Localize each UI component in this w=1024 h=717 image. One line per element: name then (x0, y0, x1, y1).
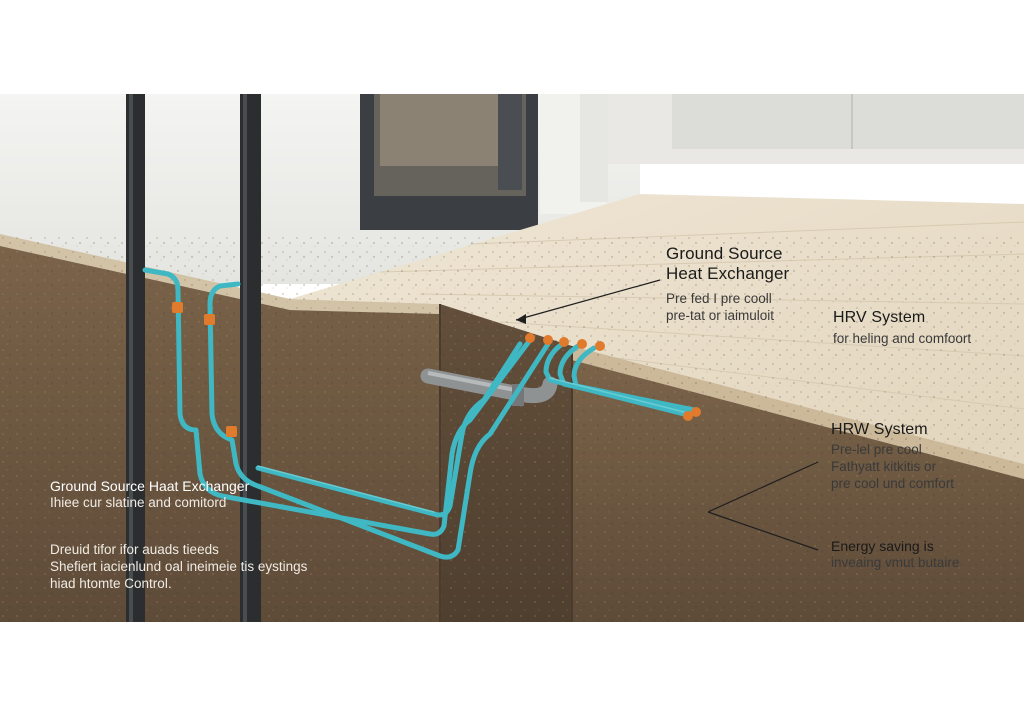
note-label: Dreuid tifor ifor auads tieeds Shefiert … (50, 541, 307, 592)
gshe-left-title: Ground Source Haat Exchanger (50, 478, 250, 494)
hrw-label: HRW System Pre-lel pre cool Fathyatt kit… (831, 421, 954, 492)
gshe-top-title-1: Ground Source (666, 244, 783, 263)
energy-label: Energy saving is inveaing vmut butaire (831, 538, 959, 571)
hrv-label: HRV System for heling and comfoort (833, 309, 971, 347)
cabinet (672, 94, 1024, 149)
hrw-line-3: pre cool und comfort (831, 476, 955, 491)
gshe-top-title-2: Heat Exchanger (666, 264, 790, 283)
ground-source-diagram (0, 94, 1024, 622)
heat-exchanger-pipes (142, 267, 697, 560)
energy-title: Energy saving is (831, 538, 934, 554)
hrw-line-2: Fathyatt kitkitis or (831, 459, 937, 474)
hrv-title: HRV System (833, 309, 926, 326)
gshe-left-label: Ground Source Haat Exchanger Ihiee cur s… (50, 478, 249, 511)
gshe-top-label: Ground Source Heat Exchanger Pre fed I p… (666, 244, 789, 324)
diagram-scene (0, 94, 1024, 622)
energy-sub: inveaing vmut butaire (831, 555, 960, 570)
note-line-2: Shefiert iacienlund oal ineimeie tis eys… (50, 559, 308, 574)
hrv-sub: for heling and comfoort (833, 331, 972, 346)
note-line-1: Dreuid tifor ifor auads tieeds (50, 542, 219, 557)
leader-lines (515, 279, 819, 551)
window (360, 94, 608, 230)
gshe-top-sub-1: Pre fed I pre cooll (666, 291, 772, 306)
hrw-title: HRW System (831, 421, 928, 438)
gshe-left-sub: Ihiee cur slatine and comitord (50, 495, 227, 510)
note-line-3: hiad htomte Control. (50, 576, 172, 591)
pipe-fittings (172, 302, 701, 437)
hrw-line-1: Pre-lel pre cool (831, 442, 922, 457)
gshe-top-sub-2: pre-tat or iaimuloit (666, 308, 775, 323)
